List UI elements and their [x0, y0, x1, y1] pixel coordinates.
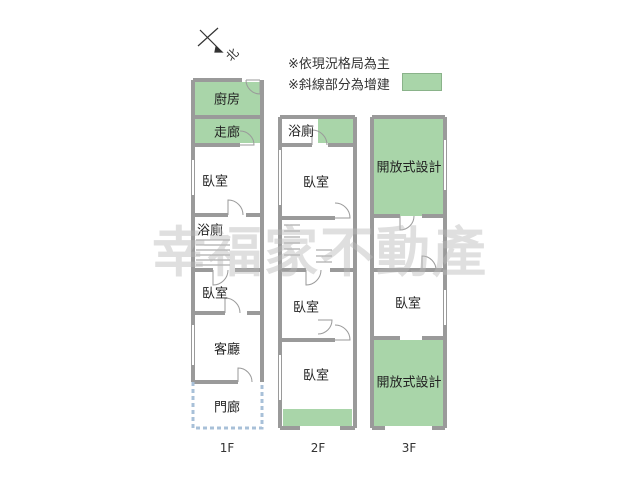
room-1f-bathroom: 浴廁	[196, 223, 224, 239]
note-addition: ※斜線部分為增建	[288, 78, 390, 93]
addition-legend-swatch	[402, 73, 442, 91]
door-swings	[212, 79, 437, 383]
room-3f-open-2: 開放式設計	[376, 375, 442, 391]
addition-2f-top	[318, 119, 355, 143]
room-1f-bedroom-1: 臥室	[201, 174, 229, 190]
porch-boundary	[191, 382, 264, 430]
addition-3f-open1	[374, 119, 443, 216]
compass-arrow	[197, 27, 224, 53]
addition-3f-open2	[374, 340, 443, 426]
floor-label-2f: 2F	[310, 441, 326, 455]
floor-label-1f: 1F	[219, 441, 235, 455]
addition-2f-bottom	[283, 409, 352, 426]
room-1f-corridor: 走廊	[213, 125, 241, 141]
addition-kitchen	[195, 82, 260, 115]
room-2f-bathroom: 浴廁	[287, 124, 315, 140]
room-1f-living: 客廳	[213, 342, 241, 358]
room-3f-bedroom: 臥室	[394, 296, 422, 312]
room-2f-bedroom-3: 臥室	[302, 368, 330, 384]
floor-label-3f: 3F	[401, 441, 417, 455]
room-1f-porch: 門廊	[213, 400, 241, 416]
stairs	[196, 224, 332, 266]
room-3f-open-1: 開放式設計	[376, 160, 442, 176]
addition-corridor	[195, 119, 260, 143]
watermark: 幸福家不動產	[152, 221, 488, 284]
room-2f-bedroom-1: 臥室	[302, 175, 330, 191]
addition-areas	[195, 82, 443, 426]
windows	[192, 140, 446, 400]
room-2f-bedroom-2: 臥室	[292, 300, 320, 316]
room-1f-kitchen: 廚房	[213, 92, 241, 108]
note-layout: ※依現況格局為主	[288, 57, 390, 72]
room-1f-bedroom-2: 臥室	[201, 286, 229, 302]
